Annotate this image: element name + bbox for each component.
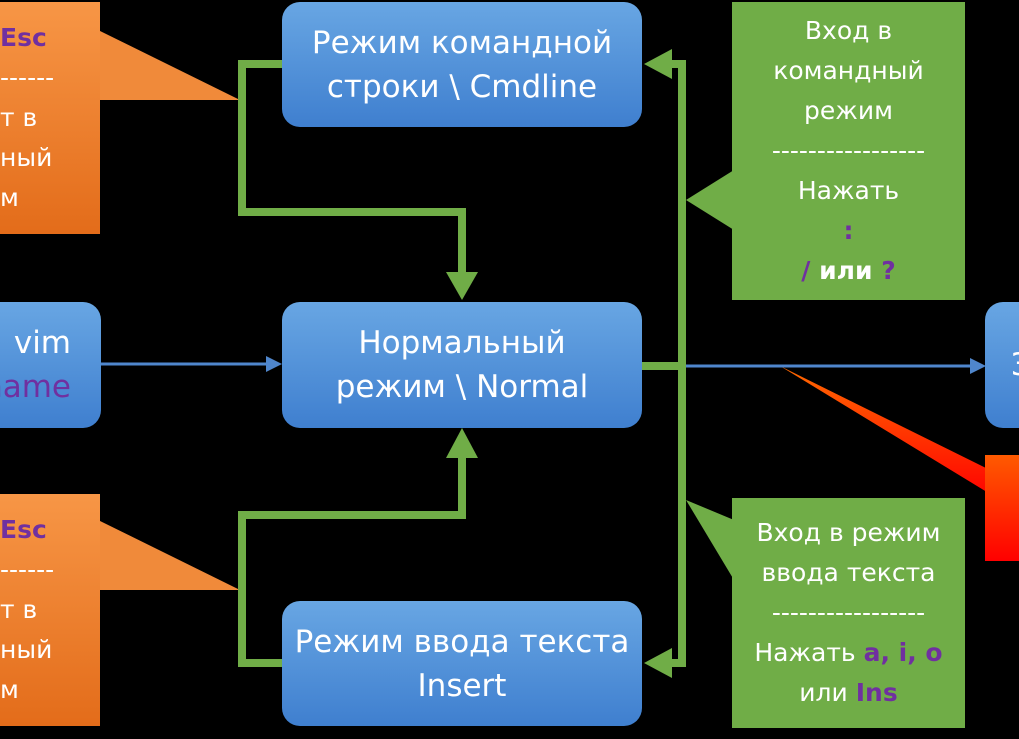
esc-key-label: Esc [0, 23, 47, 52]
arrowhead-up [446, 428, 478, 458]
callout-text: ный [0, 143, 53, 172]
callout-text: или [799, 678, 856, 707]
node-text: Insert [417, 667, 507, 704]
separator: ----------------- [771, 136, 926, 165]
callout-text: командный [773, 56, 924, 85]
callout-text: Вход в режим [756, 518, 941, 547]
callout-text: ный [0, 635, 53, 664]
insert-mode-node: Режим ввода текста Insert [282, 601, 642, 726]
ins-key: Ins [855, 678, 898, 707]
node-text: Режим ввода текста [294, 623, 630, 660]
or-line: или Ins [799, 673, 897, 713]
separator: ------ [0, 63, 55, 92]
callout-text: Нажать [754, 638, 864, 667]
callout-text: т в [0, 103, 38, 132]
callout-text: Нажать [797, 176, 900, 205]
cmd-entry-callout: Вход в командный режим -----------------… [732, 2, 965, 300]
press-line: Нажать a, i, o [754, 633, 942, 673]
node-text: З [1011, 343, 1019, 387]
arrow-cmdline-to-normal [238, 60, 466, 282]
cmdline-mode-node: Режим командной строки \ Cmdline [282, 2, 642, 127]
arrow-normal-to-insert [662, 366, 686, 667]
esc-key-label: Esc [0, 515, 47, 544]
esc-bottom-pointer [98, 520, 240, 590]
separator: ----------------- [771, 598, 926, 627]
question-key: ? [881, 256, 896, 285]
node-text: Нормальный [358, 325, 566, 361]
arrowhead-down [446, 272, 478, 300]
esc-callout-top: Esc ------ т в ный м [0, 2, 100, 234]
insert-keys: a, i, o [863, 638, 943, 667]
exit-callout [985, 455, 1019, 561]
callout-text: м [0, 675, 19, 704]
cmd-entry-pointer [686, 170, 734, 230]
exit-node: З [985, 302, 1019, 428]
ins-entry-pointer [686, 500, 734, 580]
colon-key: : [843, 216, 854, 245]
arrow-insert-to-normal [238, 448, 466, 667]
arrowhead-left-bottom [644, 648, 672, 678]
callout-text: Вход в [804, 16, 893, 45]
callout-text: т в [0, 595, 38, 624]
esc-callout-bottom: Esc ------ т в ный м [0, 494, 100, 726]
vim-start-node: vim name [0, 302, 101, 428]
exit-pointer [780, 366, 1000, 500]
callout-text: м [0, 183, 19, 212]
or-text: или [810, 256, 882, 285]
node-text-filename: name [0, 369, 71, 405]
arrowhead-left-top [644, 49, 672, 79]
callout-text: ввода текста [761, 558, 936, 587]
node-text: режим \ Normal [335, 369, 589, 405]
arrow-normal-to-cmdline [662, 60, 686, 366]
normal-mode-node: Нормальный режим \ Normal [282, 302, 642, 428]
slash-key: / [801, 256, 811, 285]
node-text: vim [13, 325, 71, 361]
node-text: Режим командной [311, 24, 613, 61]
esc-top-pointer [98, 30, 240, 100]
node-text: строки \ Cmdline [326, 68, 598, 105]
callout-text: режим [804, 96, 893, 125]
ins-entry-callout: Вход в режим ввода текста --------------… [732, 498, 965, 728]
separator: ------ [0, 555, 55, 584]
search-keys: / или ? [801, 251, 895, 291]
